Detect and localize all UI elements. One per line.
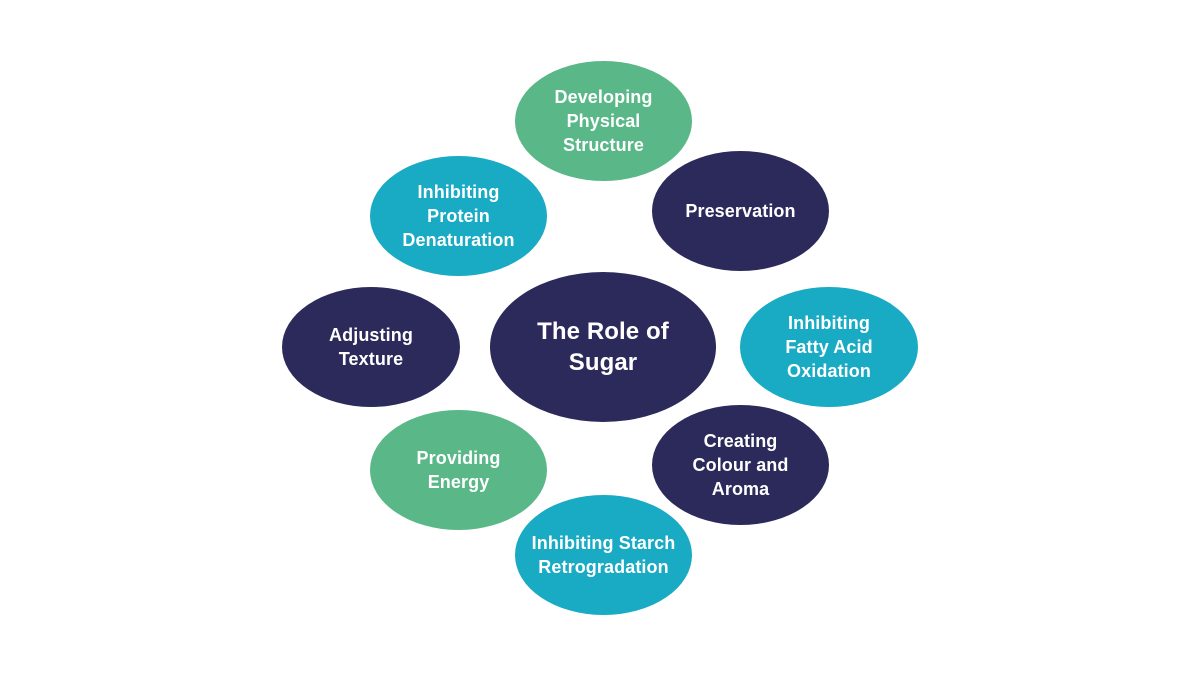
node-providing-energy: Providing Energy bbox=[370, 410, 547, 530]
node-label: Developing Physical Structure bbox=[554, 87, 653, 155]
node-developing-physical-structure: Developing Physical Structure bbox=[515, 61, 692, 181]
node-preservation: Preservation bbox=[652, 151, 829, 271]
node-label: Inhibiting Starch Retrogradation bbox=[531, 533, 676, 577]
node-label: Inhibiting Fatty Acid Oxidation bbox=[785, 313, 873, 381]
node-inhibiting-starch-retrogradation: Inhibiting Starch Retrogradation bbox=[515, 495, 692, 615]
node-label: Preservation bbox=[685, 201, 796, 221]
node-label: Adjusting Texture bbox=[329, 325, 413, 369]
node-label: Inhibiting Protein Denaturation bbox=[402, 182, 515, 250]
node-creating-colour-and-aroma: Creating Colour and Aroma bbox=[652, 405, 829, 525]
center-node-role-of-sugar: The Role of Sugar bbox=[490, 272, 716, 422]
node-inhibiting-protein-denaturation: Inhibiting Protein Denaturation bbox=[370, 156, 547, 276]
node-inhibiting-fatty-acid-oxidation: Inhibiting Fatty Acid Oxidation bbox=[740, 287, 918, 407]
node-label: Providing Energy bbox=[416, 448, 501, 492]
center-node-label: The Role of Sugar bbox=[537, 318, 669, 376]
node-label: Creating Colour and Aroma bbox=[692, 431, 789, 499]
node-adjusting-texture: Adjusting Texture bbox=[282, 287, 460, 407]
